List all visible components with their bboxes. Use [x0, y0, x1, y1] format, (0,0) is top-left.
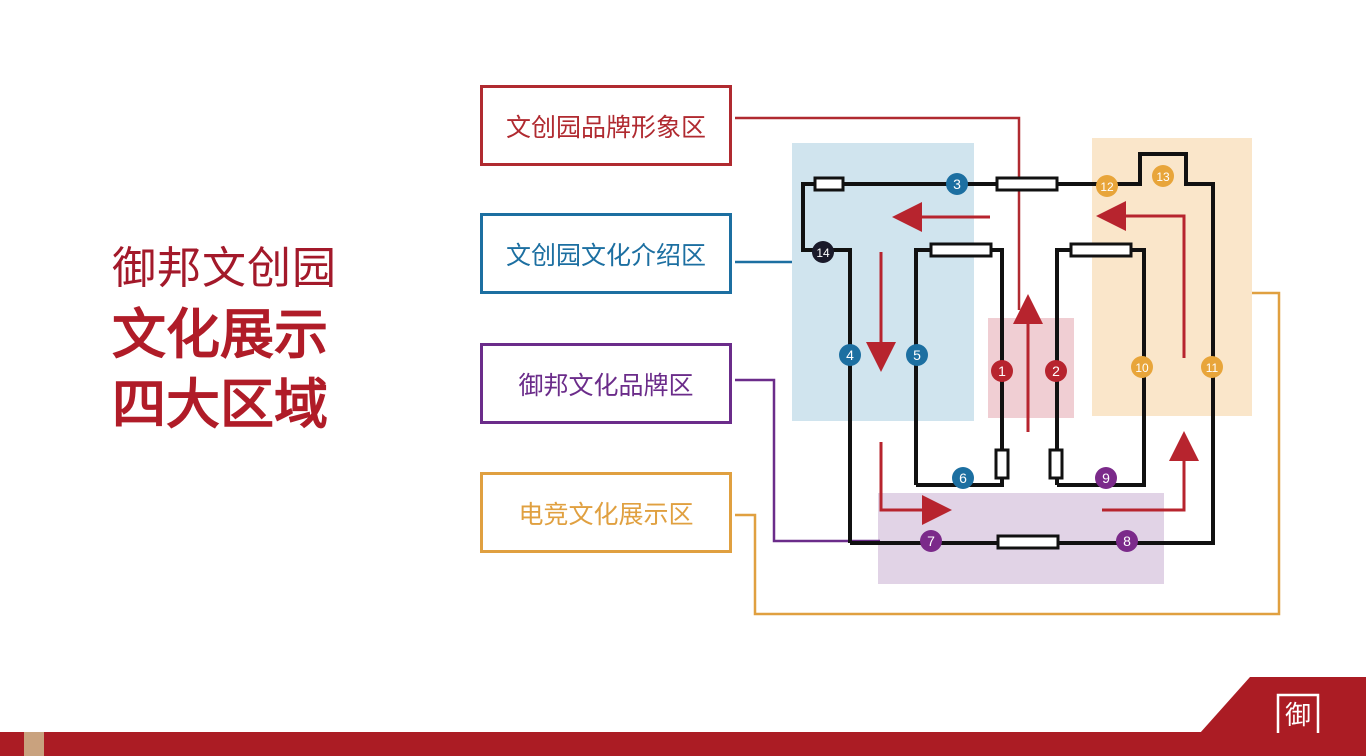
- route-marker-1: 1: [991, 360, 1013, 382]
- route-marker-circle: [1116, 530, 1138, 552]
- route-marker-circle: [1095, 467, 1117, 489]
- route-marker-5: 5: [906, 344, 928, 366]
- route-marker-number: 12: [1100, 180, 1114, 194]
- zone-label-yubang-brand: 御邦文化品牌区: [480, 343, 732, 424]
- route-marker-number: 1: [998, 363, 1006, 379]
- zone-label-brand-image-text: 文创园品牌形象区: [505, 112, 706, 142]
- route-marker-number: 2: [1052, 363, 1060, 379]
- route-marker-number: 13: [1156, 170, 1170, 184]
- route-marker-6: 6: [952, 467, 974, 489]
- route-marker-10: 10: [1131, 356, 1153, 378]
- route-marker-circle: [1152, 165, 1174, 187]
- zone-label-esports: 电竞文化展示区: [480, 472, 732, 553]
- title-block: 御邦文创园 文化展示 四大区域: [112, 238, 337, 440]
- leader-line-yubang-brand: [735, 378, 880, 543]
- route-marker-circle: [1131, 356, 1153, 378]
- zone-label-culture-intro-text: 文创园文化介绍区: [505, 240, 706, 270]
- footer-bar: [0, 732, 1366, 756]
- route-marker-14: 14: [812, 241, 834, 263]
- route-marker-number: 9: [1102, 470, 1110, 486]
- route-marker-7: 7: [920, 530, 942, 552]
- route-marker-circle: [946, 173, 968, 195]
- logo-glyph: 御: [1285, 701, 1311, 731]
- route-marker-12: 12: [1096, 175, 1118, 197]
- route-marker-number: 14: [816, 246, 830, 260]
- route-marker-circle: [1045, 360, 1067, 382]
- route-marker-13: 13: [1152, 165, 1174, 187]
- route-marker-number: 5: [913, 347, 921, 363]
- route-marker-circle: [991, 360, 1013, 382]
- title-line-1: 御邦文创园: [112, 243, 337, 294]
- floor-walls: [801, 152, 1215, 545]
- route-marker-number: 8: [1123, 533, 1131, 549]
- route-marker-circle: [1096, 175, 1118, 197]
- logo-corner: 御: [1200, 677, 1366, 733]
- route-marker-number: 10: [1135, 361, 1149, 375]
- route-marker-number: 7: [927, 533, 935, 549]
- route-arrow: [1096, 201, 1186, 358]
- footer-accent: [24, 732, 44, 756]
- route-arrow: [879, 442, 952, 525]
- route-marker-number: 6: [959, 470, 967, 486]
- route-marker-number: 4: [846, 347, 854, 363]
- route-arrows: [866, 201, 1199, 525]
- route-marker-8: 8: [1116, 530, 1138, 552]
- route-marker-2: 2: [1045, 360, 1067, 382]
- leader-line-esports: [735, 291, 1281, 616]
- route-marker-9: 9: [1095, 467, 1117, 489]
- logo-seal-icon: [1276, 693, 1320, 733]
- zone-label-culture-intro: 文创园文化介绍区: [480, 213, 732, 294]
- route-marker-circle: [839, 344, 861, 366]
- route-marker-number: 3: [953, 176, 961, 192]
- route-marker-3: 3: [946, 173, 968, 195]
- leader-line-brand-image: [735, 116, 1021, 310]
- doors: [813, 176, 1133, 550]
- route-marker-4: 4: [839, 344, 861, 366]
- zone-label-esports-text: 电竞文化展示区: [518, 499, 694, 529]
- route-marker-circle: [812, 241, 834, 263]
- title-line-2: 文化展示: [112, 303, 328, 366]
- route-marker-number: 11: [1206, 361, 1219, 375]
- zone-label-brand-image: 文创园品牌形象区: [480, 85, 732, 166]
- route-marker-circle: [920, 530, 942, 552]
- route-arrow: [1102, 431, 1199, 512]
- route-marker-circle: [906, 344, 928, 366]
- title-line-3: 四大区域: [112, 373, 328, 436]
- zone-label-yubang-brand-text: 御邦文化品牌区: [518, 370, 694, 400]
- route-marker-11: 11: [1201, 356, 1223, 378]
- route-marker-circle: [1201, 356, 1223, 378]
- route-marker-circle: [952, 467, 974, 489]
